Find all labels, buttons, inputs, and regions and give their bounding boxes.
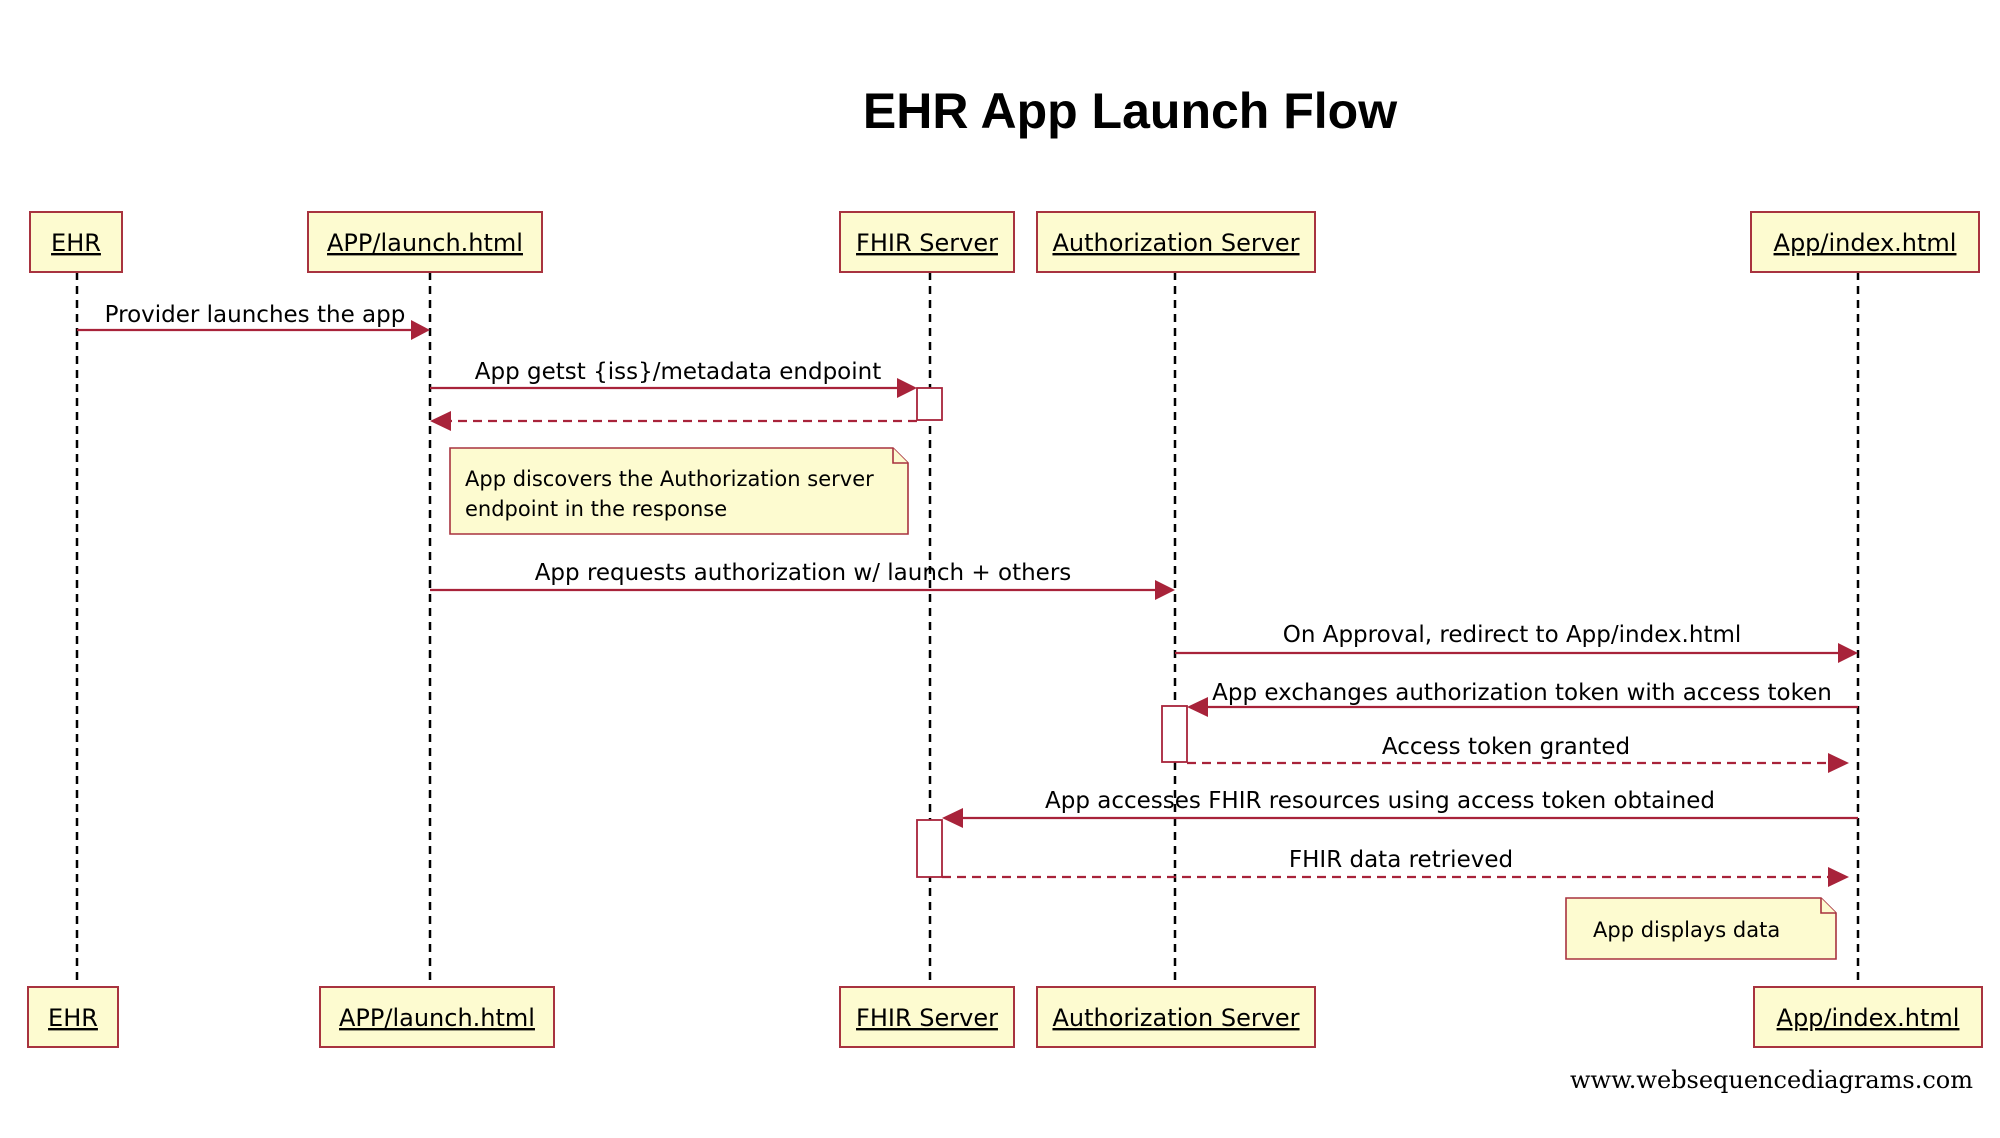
message-metadata-response <box>430 411 917 431</box>
actor-fhir-top[interactable]: FHIR Server <box>839 211 1015 273</box>
actor-launch-top[interactable]: APP/launch.html <box>307 211 543 273</box>
diagram-title: EHR App Launch Flow <box>863 83 1397 139</box>
actor-index-bottom[interactable]: App/index.html <box>1753 986 1983 1048</box>
message-label: App requests authorization w/ launch + o… <box>535 560 1072 586</box>
message-label: App getst {iss}/metadata endpoint <box>475 359 881 385</box>
activation-auth <box>1161 705 1188 763</box>
message-label: Access token granted <box>1382 734 1630 760</box>
actor-label: FHIR Server <box>856 1004 998 1032</box>
message-label: App exchanges authorization token with a… <box>1212 680 1832 706</box>
message-fhir-data-retrieved: FHIR data retrieved <box>942 847 1849 887</box>
note-line: endpoint in the response <box>465 497 727 521</box>
actors-bottom: EHR APP/launch.html FHIR Server Authoriz… <box>27 986 1983 1048</box>
watermark: www.websequencediagrams.com <box>1570 1066 1973 1094</box>
actor-label: Authorization Server <box>1052 1004 1299 1032</box>
arrowhead <box>1187 697 1208 717</box>
arrowhead <box>942 808 963 828</box>
actor-label: FHIR Server <box>856 229 998 257</box>
actor-label: EHR <box>48 1004 98 1032</box>
note-line: App displays data <box>1593 918 1780 942</box>
note-line: App discovers the Authorization server <box>465 467 874 491</box>
actor-ehr-bottom[interactable]: EHR <box>27 986 119 1048</box>
message-label: Provider launches the app <box>105 302 406 328</box>
arrowhead <box>1828 753 1849 773</box>
actor-index-top[interactable]: App/index.html <box>1750 211 1980 273</box>
message-label: FHIR data retrieved <box>1289 847 1513 873</box>
actor-fhir-bottom[interactable]: FHIR Server <box>839 986 1015 1048</box>
message-exchange-token: App exchanges authorization token with a… <box>1187 680 1858 717</box>
arrowhead <box>1828 867 1849 887</box>
message-request-authorization: App requests authorization w/ launch + o… <box>430 560 1175 600</box>
notes: App discovers the Authorization server e… <box>449 447 1837 960</box>
arrowhead <box>430 411 451 431</box>
actor-label: APP/launch.html <box>339 1004 535 1032</box>
activation-fhir-1 <box>916 387 943 421</box>
message-access-token-granted: Access token granted <box>1187 734 1849 773</box>
actor-ehr-top[interactable]: EHR <box>29 211 123 273</box>
message-label: App accesses FHIR resources using access… <box>1045 788 1715 814</box>
note-app-displays-data: App displays data <box>1565 897 1837 960</box>
actor-label: APP/launch.html <box>327 229 523 257</box>
arrowhead <box>1838 643 1858 663</box>
arrowhead <box>411 320 430 340</box>
message-access-fhir-resources: App accesses FHIR resources using access… <box>942 788 1858 828</box>
arrowhead <box>897 378 917 398</box>
note-discovery: App discovers the Authorization server e… <box>449 447 909 535</box>
activation-fhir-2 <box>916 819 943 878</box>
actor-auth-top[interactable]: Authorization Server <box>1036 211 1316 273</box>
message-provider-launches: Provider launches the app <box>77 302 430 340</box>
message-label: On Approval, redirect to App/index.html <box>1283 622 1742 648</box>
actor-label: App/index.html <box>1774 229 1957 257</box>
activations <box>916 387 1188 878</box>
actor-label: EHR <box>51 229 101 257</box>
message-get-metadata: App getst {iss}/metadata endpoint <box>430 359 917 398</box>
messages: Provider launches the app App getst {iss… <box>77 302 1858 887</box>
actors-top: EHR APP/launch.html FHIR Server Authoriz… <box>29 211 1980 273</box>
arrowhead <box>1155 580 1175 600</box>
actor-auth-bottom[interactable]: Authorization Server <box>1036 986 1316 1048</box>
actor-launch-bottom[interactable]: APP/launch.html <box>319 986 555 1048</box>
message-redirect: On Approval, redirect to App/index.html <box>1175 622 1858 663</box>
actor-label: App/index.html <box>1777 1004 1960 1032</box>
actor-label: Authorization Server <box>1052 229 1299 257</box>
